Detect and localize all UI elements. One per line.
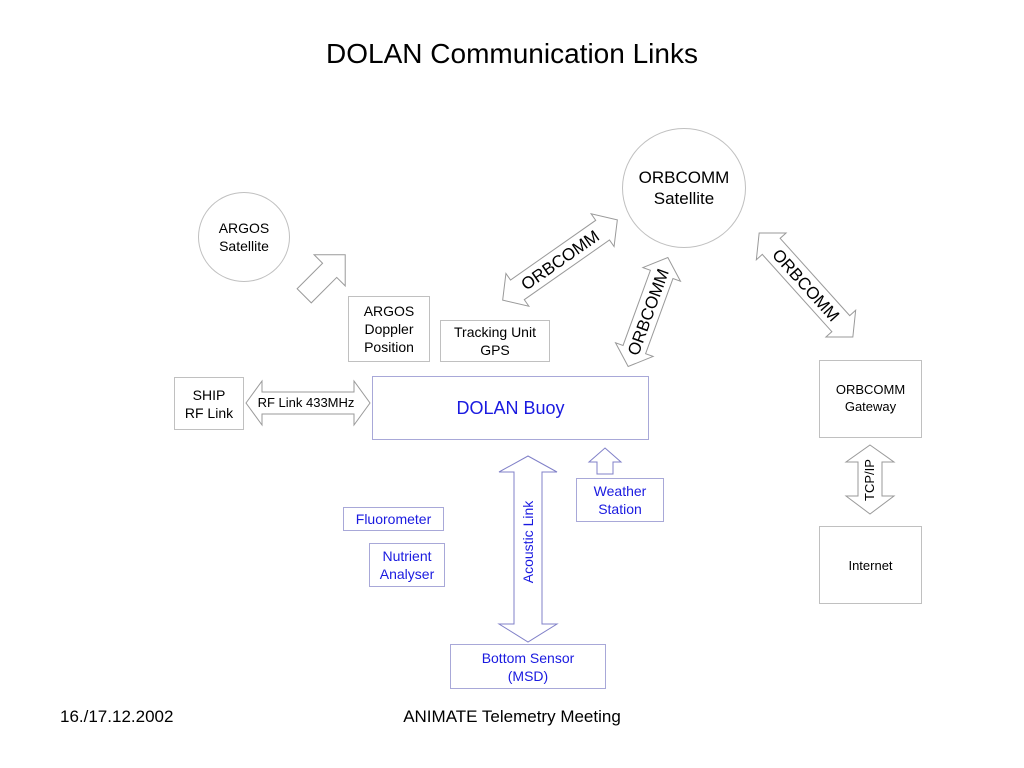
orbcomm-link-arrow-tracking: ORBCOMM — [502, 213, 618, 307]
orbcomm-link-arrow-gateway: ORBCOMM — [755, 232, 857, 338]
orbcomm-link-arrow-buoy: ORBCOMM — [614, 256, 682, 368]
acoustic-link-arrow: Acoustic Link — [497, 455, 559, 643]
bottom-sensor-node: Bottom Sensor (MSD) — [450, 644, 606, 689]
weather-station-node: Weather Station — [576, 478, 664, 522]
argos-doppler-node: ARGOS Doppler Position — [348, 296, 430, 362]
acoustic-link-label: Acoustic Link — [520, 500, 536, 583]
internet-node: Internet — [819, 526, 922, 604]
orbcomm-satellite-node: ORBCOMM Satellite — [622, 128, 746, 248]
tcp-ip-arrow: TCP/IP — [844, 444, 896, 515]
orbcomm-link-label-1: ORBCOMM — [518, 227, 603, 295]
tcp-ip-label: TCP/IP — [862, 459, 877, 501]
rf-link-arrow: RF Link 433MHz — [245, 379, 371, 427]
argos-satellite-node: ARGOS Satellite — [198, 192, 290, 282]
ship-node: SHIP RF Link — [174, 377, 244, 430]
footer-meeting: ANIMATE Telemetry Meeting — [403, 707, 621, 726]
argos-uplink-arrow — [296, 254, 346, 304]
orbcomm-gateway-node: ORBCOMM Gateway — [819, 360, 922, 438]
tracking-unit-node: Tracking Unit GPS — [440, 320, 550, 362]
orbcomm-link-label-3: ORBCOMM — [768, 245, 843, 325]
footer-date: 16./17.12.2002 — [60, 707, 174, 726]
fluorometer-node: Fluorometer — [343, 507, 444, 531]
rf-link-label: RF Link 433MHz — [258, 395, 355, 410]
weather-station-arrow — [587, 447, 623, 475]
dolan-buoy-node: DOLAN Buoy — [372, 376, 649, 440]
nutrient-analyser-node: Nutrient Analyser — [369, 543, 445, 587]
slide-title: DOLAN Communication Links — [326, 38, 698, 69]
